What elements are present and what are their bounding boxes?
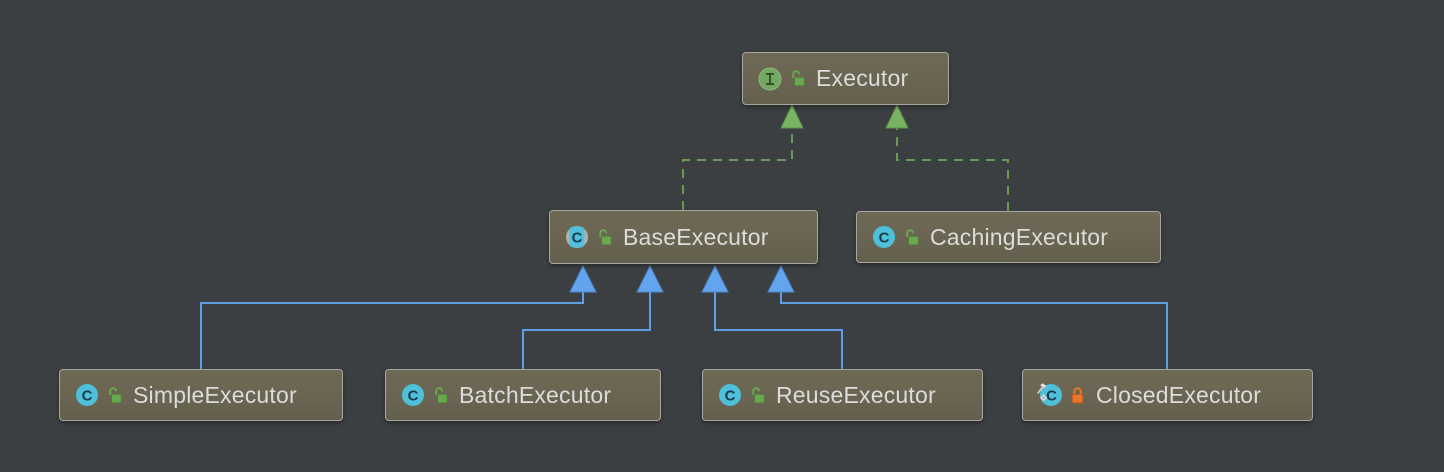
- locked-icon: [1067, 384, 1087, 406]
- class-node-label: ClosedExecutor: [1096, 381, 1262, 408]
- abstract-class-icon: C: [562, 222, 592, 252]
- svg-text:C: C: [572, 229, 583, 246]
- unlocked-icon: [901, 226, 921, 248]
- class-node-label: ReuseExecutor: [776, 381, 936, 408]
- unlocked-icon: [594, 226, 614, 248]
- class-node-batch-executor[interactable]: C BatchExecutor: [385, 369, 661, 421]
- class-icon: C: [72, 380, 102, 410]
- edge-reuse-extends-base: [701, 264, 843, 369]
- svg-text:C: C: [879, 229, 890, 246]
- class-node-closed-executor[interactable]: C ClosedExecutor: [1022, 369, 1313, 421]
- class-node-label: SimpleExecutor: [133, 381, 297, 408]
- class-node-label: Executor: [816, 65, 909, 91]
- interface-icon: [755, 64, 785, 94]
- edge-base-implements-executor: [682, 103, 804, 210]
- svg-text:C: C: [82, 387, 93, 404]
- class-node-caching-executor[interactable]: C CachingExecutor: [856, 211, 1161, 263]
- class-icon: C: [398, 380, 428, 410]
- class-node-simple-executor[interactable]: C SimpleExecutor: [59, 369, 343, 421]
- class-node-reuse-executor[interactable]: C ReuseExecutor: [702, 369, 983, 421]
- final-marker: [1037, 382, 1048, 402]
- svg-text:C: C: [725, 387, 736, 404]
- class-node-label: BaseExecutor: [623, 223, 769, 250]
- final-class-icon: C: [1035, 380, 1065, 410]
- svg-text:C: C: [408, 387, 419, 404]
- edge-simple-extends-base: [200, 264, 597, 369]
- edge-closed-extends-base: [767, 264, 1168, 369]
- class-node-label: BatchExecutor: [459, 381, 612, 408]
- unlocked-icon: [747, 384, 767, 406]
- class-node-executor[interactable]: Executor: [742, 52, 949, 105]
- unlocked-icon: [430, 384, 450, 406]
- class-icon: C: [715, 380, 745, 410]
- edge-batch-extends-base: [522, 264, 664, 369]
- class-node-base-executor[interactable]: C BaseExecutor: [549, 210, 818, 264]
- edge-caching-implements-executor: [885, 103, 1009, 211]
- unlocked-icon: [104, 384, 124, 406]
- class-icon: C: [869, 222, 899, 252]
- unlocked-icon: [787, 68, 807, 90]
- svg-text:C: C: [1046, 387, 1057, 404]
- class-node-label: CachingExecutor: [930, 223, 1109, 250]
